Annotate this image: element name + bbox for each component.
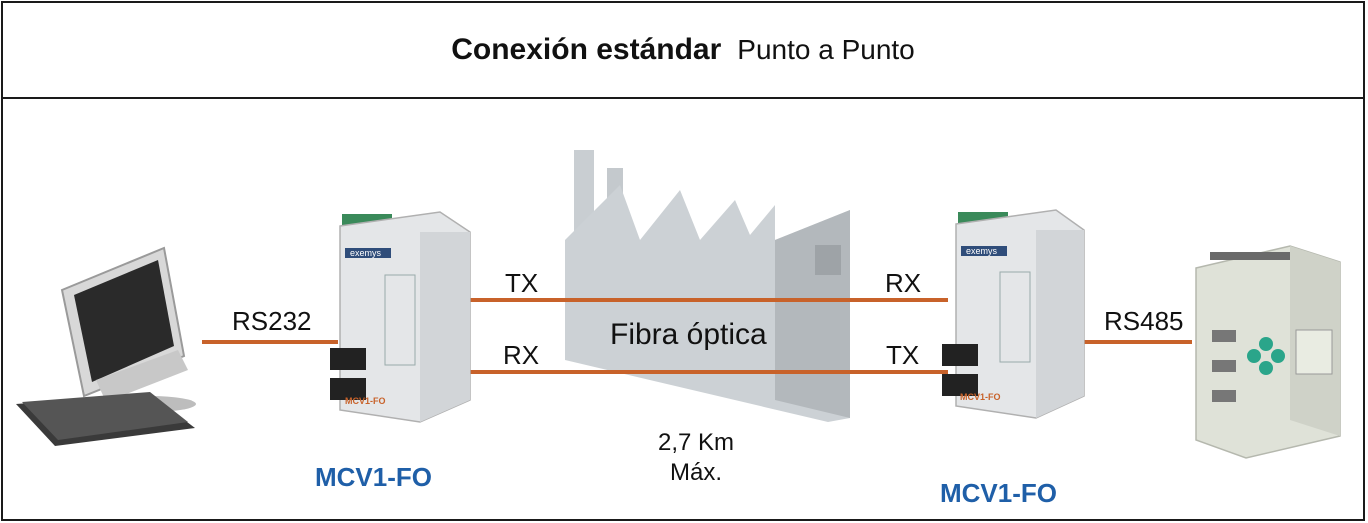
factory-illustration	[565, 150, 850, 422]
label-right-top-fiber: RX	[885, 268, 922, 298]
label-rs232: RS232	[232, 306, 312, 336]
converter-right-device	[942, 209, 1085, 419]
model-right: MCV1-FO	[940, 478, 1057, 508]
label-left-top-fiber: TX	[505, 268, 539, 298]
title-bold: Conexión estándar	[451, 33, 722, 66]
distance-value: 2,7 Km	[657, 429, 735, 456]
device-face-left: MCV1-FO	[345, 396, 386, 406]
converter-right-face-label: exemys MCV1-FO	[960, 246, 1001, 402]
label-medium: Fibra óptica	[610, 318, 767, 351]
computer-icon	[16, 246, 196, 446]
diagram-header: Conexión estándar Punto a Punto	[3, 3, 1363, 99]
device-brand-left: exemys	[350, 248, 382, 258]
distance-note: 2,7 Km Máx.	[648, 428, 744, 488]
label-rs485: RS485	[1104, 306, 1184, 336]
device-face-right: MCV1-FO	[960, 392, 1001, 402]
label-right-bottom-fiber: TX	[886, 340, 920, 370]
converter-left-device	[330, 211, 471, 423]
converter-left-face-label: exemys MCV1-FO	[345, 248, 386, 406]
distance-qualifier: Máx.	[669, 459, 722, 486]
label-left-bottom-fiber: RX	[503, 340, 540, 370]
plc-device-icon	[1195, 245, 1341, 459]
device-brand-right: exemys	[966, 246, 998, 256]
model-left: MCV1-FO	[315, 462, 432, 492]
title-rest: Punto a Punto	[737, 34, 915, 65]
